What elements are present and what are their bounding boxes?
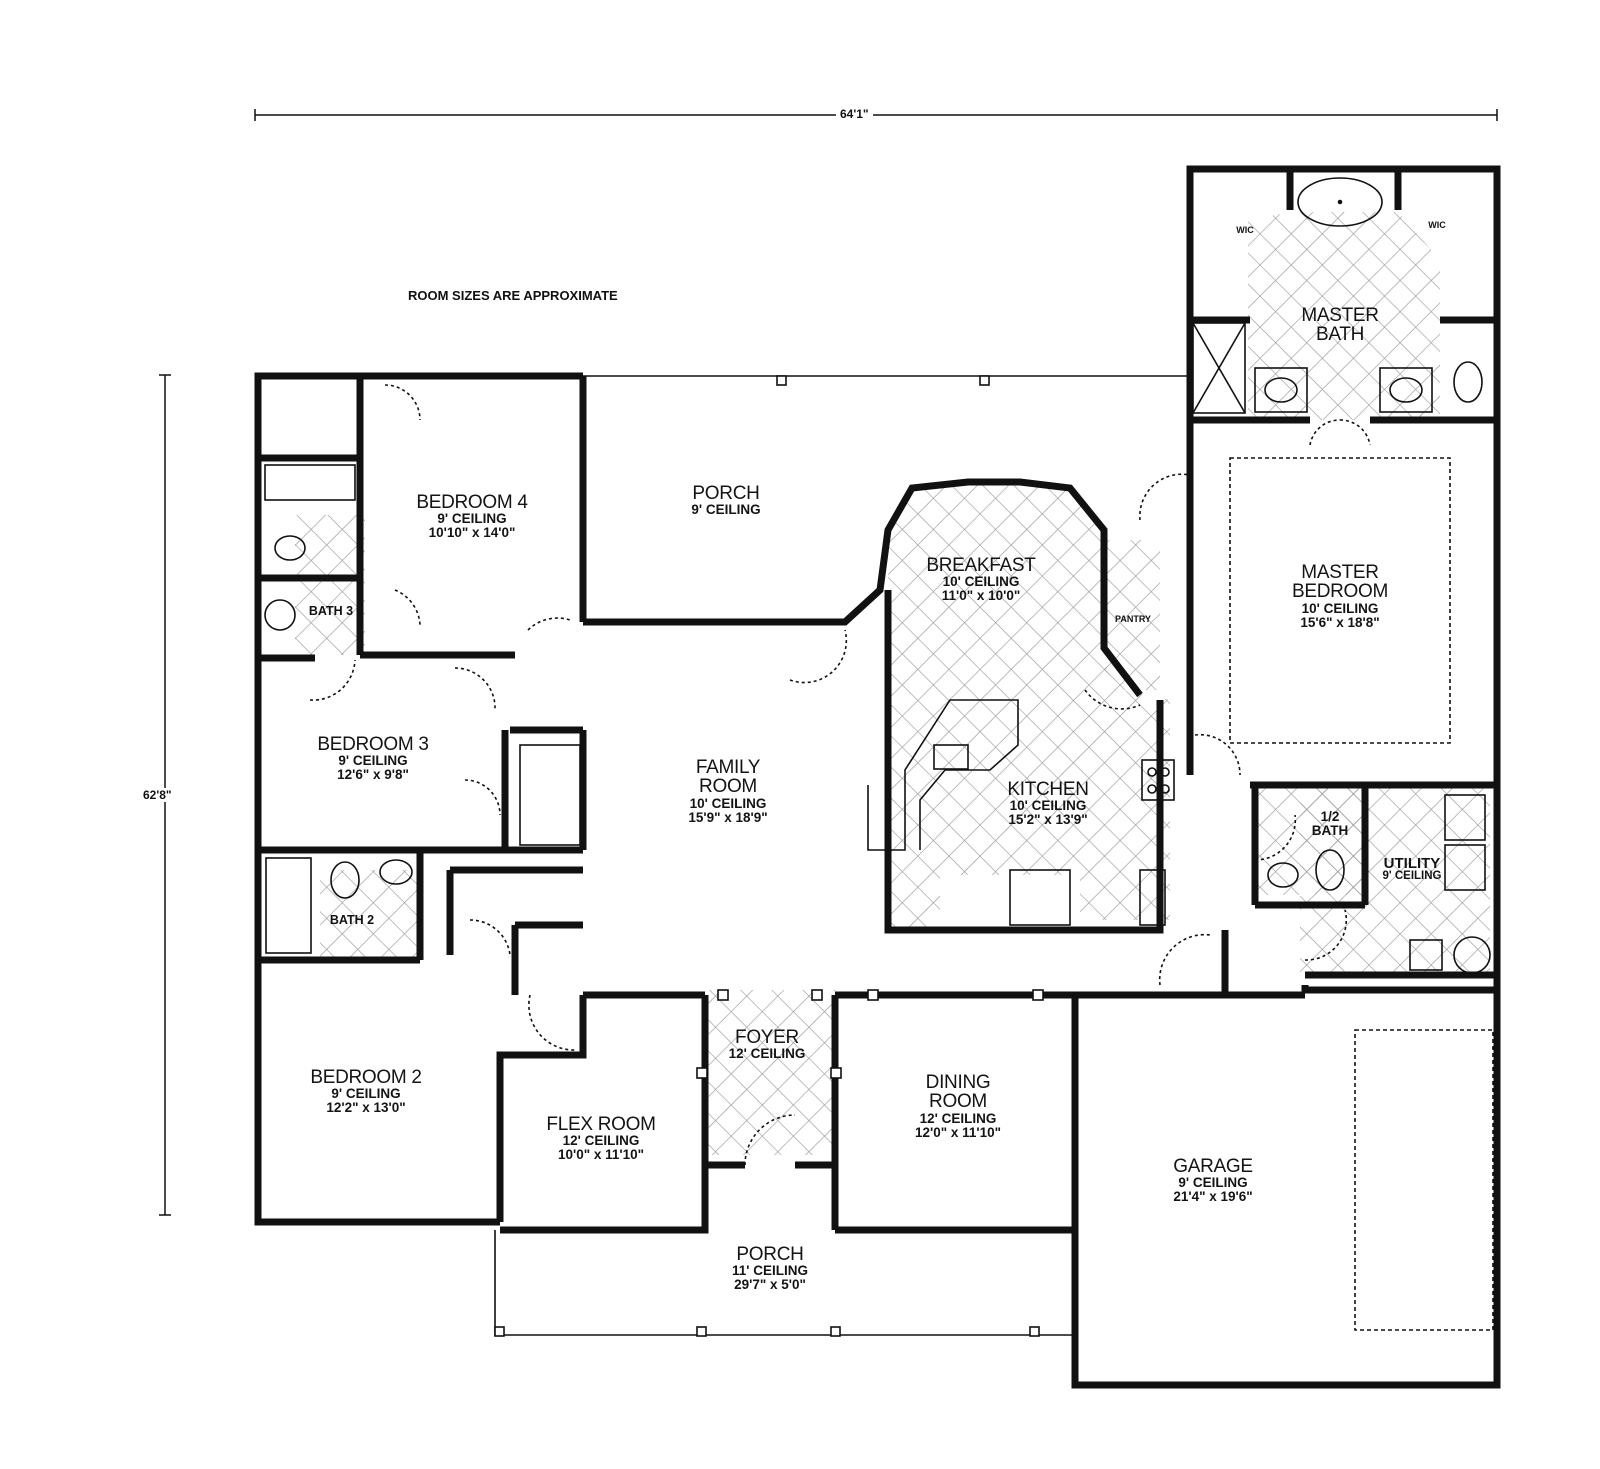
walls (254, 165, 1501, 1389)
room-wic-left: WIC (1236, 225, 1254, 235)
room-family: FAMILY ROOM 10' CEILING 15'9" x 18'9" (688, 757, 768, 825)
room-pantry: PANTRY (1115, 614, 1151, 624)
dimension-width (254, 109, 1498, 121)
overall-depth-label: 62'8" (143, 788, 172, 802)
room-master-bedroom: MASTER BEDROOM 10' CEILING 15'6" x 18'8" (1291, 562, 1389, 630)
room-dining: DINING ROOM 12' CEILING 12'0" x 11'10" (914, 1072, 1002, 1140)
room-utility: UTILITY 9' CEILING (1382, 855, 1442, 883)
room-bath-2: BATH 2 (329, 913, 375, 927)
room-bedroom-4: BEDROOM 4 9' CEILING 10'10" x 14'0" (416, 492, 528, 541)
room-bath-3: BATH 3 (308, 604, 354, 618)
room-porch-rear: PORCH 9' CEILING (691, 483, 761, 518)
room-wic-right: WIC (1428, 220, 1446, 230)
overall-width-label: 64'1" (836, 107, 873, 121)
room-bedroom-3: BEDROOM 3 9' CEILING 12'6" x 9'8" (317, 734, 429, 783)
tile-areas (295, 212, 1490, 1155)
room-garage: GARAGE 9' CEILING 21'4" x 19'6" (1173, 1156, 1253, 1205)
room-half-bath: 1/2 BATH (1311, 809, 1349, 838)
fixtures (264, 177, 1494, 1337)
room-kitchen: KITCHEN 10' CEILING 15'2" x 13'9" (1007, 779, 1089, 828)
room-porch-front: PORCH 11' CEILING 29'7" x 5'0" (732, 1244, 808, 1293)
room-master-bath: MASTER BATH (1301, 305, 1379, 346)
room-breakfast: BREAKFAST 10' CEILING 11'0" x 10'0" (926, 555, 1036, 604)
room-bedroom-2: BEDROOM 2 9' CEILING 12'2" x 13'0" (310, 1067, 422, 1116)
approximate-note: ROOM SIZES ARE APPROXIMATE (408, 288, 618, 303)
room-foyer: FOYER 12' CEILING (728, 1027, 806, 1062)
room-flex: FLEX ROOM 12' CEILING 10'0" x 11'10" (546, 1114, 656, 1163)
